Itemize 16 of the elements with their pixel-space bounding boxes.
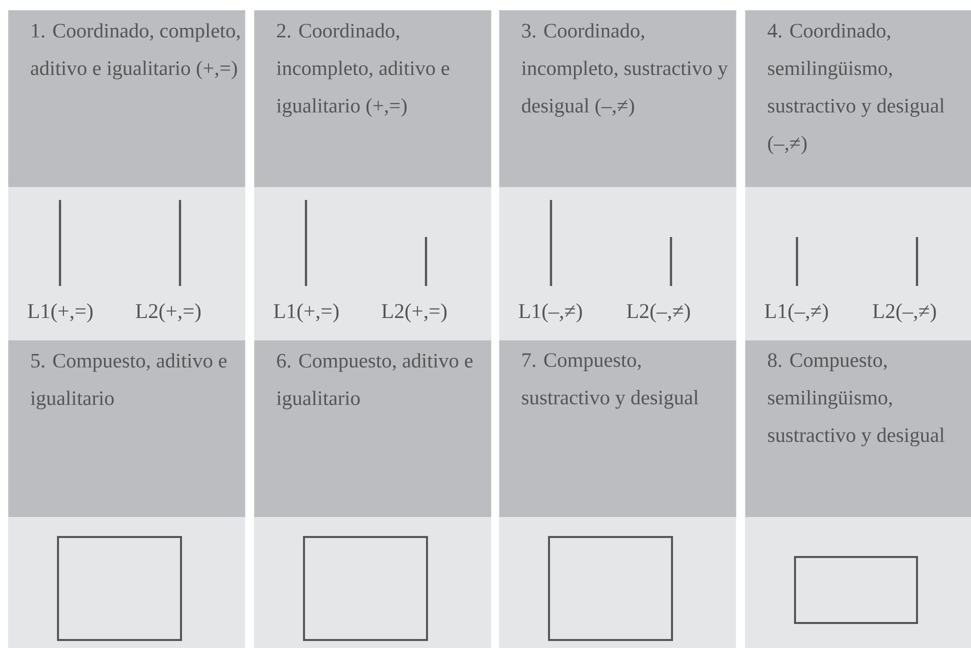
header-cell: 1. Coordinado, completo, aditivo e igualitario (+,=)	[8, 10, 246, 188]
header-cell: 3. Coordinado, incompleto, sustractivo y desigual (–,≠)	[499, 10, 736, 188]
rectangle	[548, 536, 673, 641]
rectangle	[303, 536, 428, 641]
header-cell: 6. Compuesto, aditivo e igualitario	[254, 340, 492, 518]
header-cell: 2. Coordinado, incompleto, aditivo e igualitario (+,=)	[254, 10, 492, 188]
header-cell: 5. Compuesto, aditivo e igualitario	[8, 340, 246, 518]
header-cell: 8. Compuesto, semilingüismo, sustractivo y desigual	[745, 340, 971, 518]
rectangle	[794, 556, 918, 624]
diagram-cell: L1(–,≠) L2(–,≠)	[499, 187, 736, 340]
header-cell: 4. Coordinado, semilingüismo, sustractivo y desigual (–,≠)	[745, 10, 971, 188]
diagram-cell: L1(+,=) L2(+,=)	[254, 187, 492, 340]
diagram-cell: L1(–,≠) L2(–,≠)	[745, 187, 971, 340]
rectangle	[57, 536, 182, 641]
diagram-cell: L1(+,=) L2(+,=)	[8, 187, 246, 340]
header-cell: 7. Compuesto, sustractivo y desigual	[499, 340, 736, 518]
